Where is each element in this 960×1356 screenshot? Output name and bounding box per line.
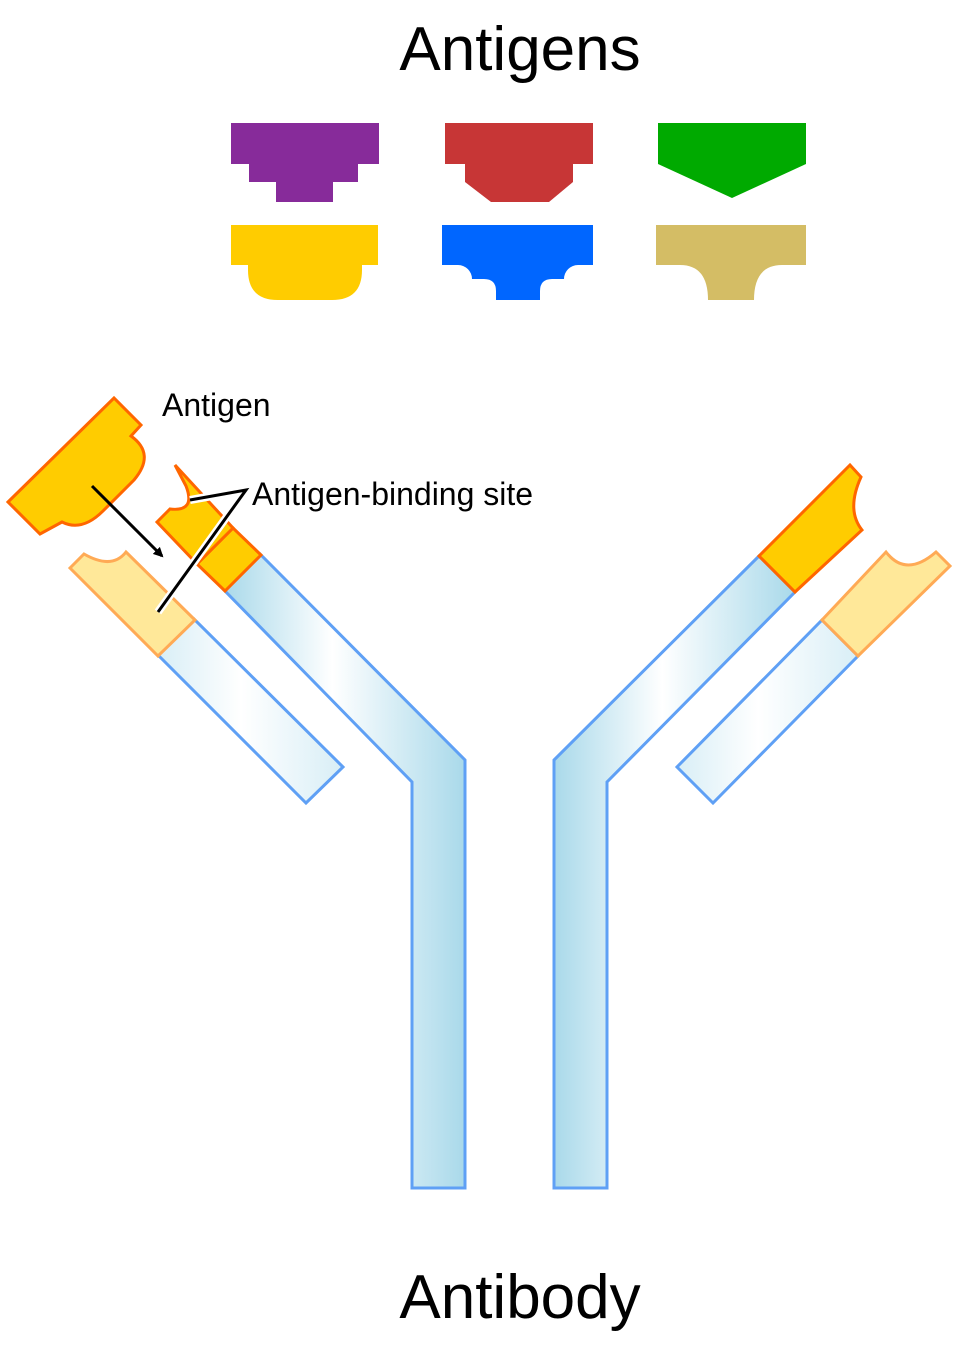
antibody-title: Antibody bbox=[399, 1263, 640, 1332]
antigen-blue-shape bbox=[442, 225, 593, 300]
right-light-variable-domain bbox=[819, 549, 953, 659]
antigen-purple-shape bbox=[231, 123, 379, 202]
right-heavy-variable-domain bbox=[756, 462, 865, 595]
antigen-shapes bbox=[231, 123, 806, 300]
antigen-yellow-shape bbox=[231, 225, 378, 300]
left-heavy-chain bbox=[221, 551, 467, 1190]
antigens-title: Antigens bbox=[399, 15, 640, 84]
binding-site-label: Antigen-binding site bbox=[252, 476, 533, 512]
binding-arrow bbox=[90, 484, 164, 558]
antigen-tan-shape bbox=[656, 225, 806, 300]
right-heavy-chain bbox=[552, 553, 798, 1190]
antibody bbox=[67, 462, 953, 1190]
free-antigen bbox=[5, 395, 146, 536]
binding-site-pointer-line bbox=[156, 487, 250, 613]
antigen-green-shape bbox=[658, 123, 806, 198]
antigen-red-shape bbox=[445, 123, 593, 202]
antigen-label: Antigen bbox=[162, 387, 271, 423]
